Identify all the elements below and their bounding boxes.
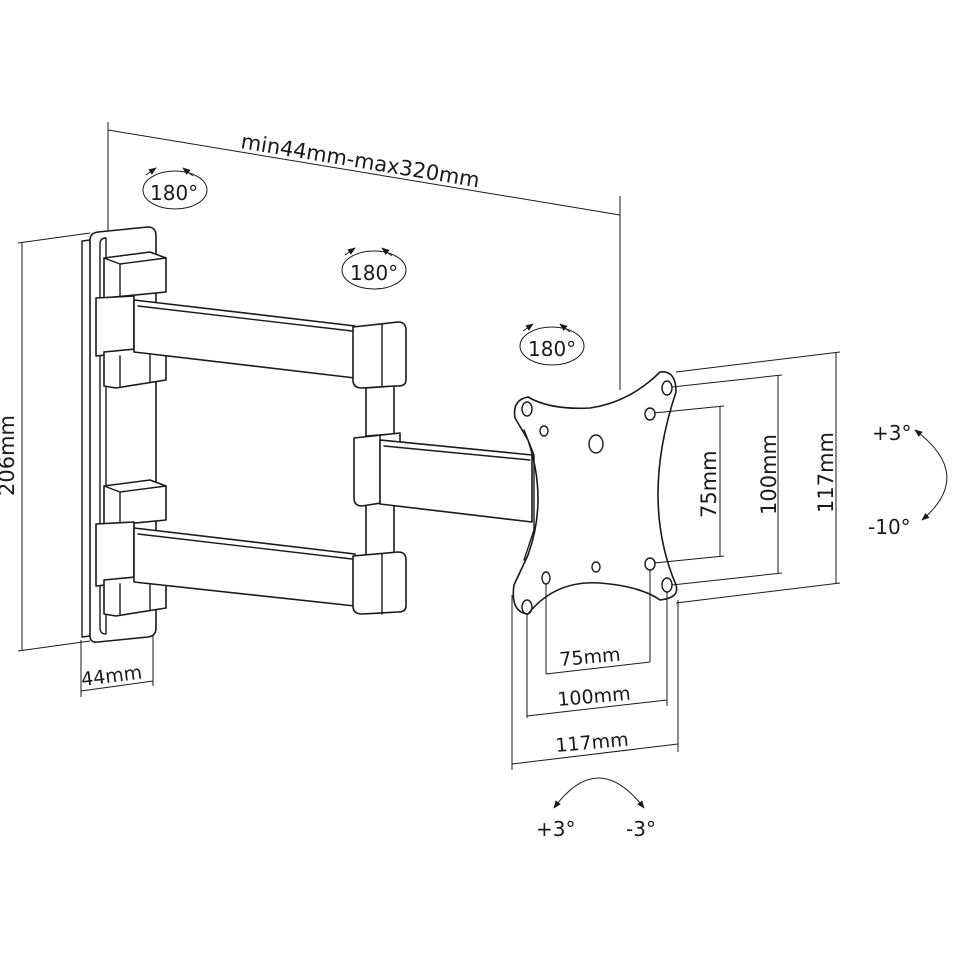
upper-hinge-top-edge [103, 257, 167, 297]
mount-hole [539, 425, 549, 437]
vesa-h117-dim-line [511, 743, 679, 765]
vesa-v75-label: 75mm [697, 450, 721, 518]
upper-hinge-collar [95, 295, 135, 357]
mount-hole [521, 401, 533, 417]
rotation-ellipse [142, 170, 208, 210]
lower-arm [95, 479, 407, 617]
wall-plate-edge [81, 239, 91, 638]
depth-label: 44mm [80, 662, 143, 691]
lower-hinge-collar [95, 521, 135, 587]
vesa-plate [512, 371, 678, 615]
upper-hinge-bottom-edge [119, 349, 151, 387]
swivel-right-label: -3° [626, 817, 656, 841]
vesa-v75-ext-top [653, 405, 725, 414]
swivel-arrow-icon [553, 777, 645, 809]
rotate-arrow-icon [344, 247, 356, 256]
tilt-arrow-icon [914, 429, 948, 521]
tilt-indicator: +3° -10° [868, 421, 948, 539]
vesa-vertical-dimensions: 75mm 100mm 117mm [653, 351, 841, 604]
vesa-h75-dim-line [545, 661, 651, 675]
vesa-plate-outline [512, 371, 678, 615]
lower-arm-beam [133, 527, 356, 607]
vesa-v100-label: 100mm [757, 434, 781, 515]
mount-hole [591, 561, 601, 573]
vesa-v117-ext-bottom [675, 582, 841, 604]
height-dimension: 206mm [0, 232, 91, 652]
wall-plate-inner-rail [99, 237, 107, 635]
pivot-post-upper [365, 385, 395, 437]
rotation-label: 180° [150, 181, 198, 205]
vesa-v75-ext-bottom [653, 555, 725, 564]
depth-dim-line [80, 680, 154, 692]
rotation-label: 180° [350, 261, 398, 285]
vesa-v100-ext-bottom [671, 572, 783, 586]
height-ext-line-bottom [17, 640, 91, 652]
mount-hole [661, 380, 673, 396]
upper-arm-end-cap [352, 321, 407, 389]
height-label: 206mm [0, 415, 19, 496]
mount-hole [644, 407, 656, 421]
lower-hinge-top-edge [103, 485, 167, 525]
upper-arm-beam-bevel [137, 305, 353, 332]
rotate-arrow-icon [145, 167, 157, 176]
swivel-indicator: +3° -3° [536, 777, 656, 841]
tilt-down-label: -10° [868, 515, 911, 539]
upper-arm [95, 251, 407, 389]
middle-arm [353, 432, 533, 523]
height-ext-line-top [17, 232, 91, 244]
vesa-h100-dim-line [526, 699, 668, 717]
vesa-v100-ext-top [671, 374, 783, 388]
lower-arm-beam-bevel [137, 533, 353, 560]
rotate-arrow-icon [381, 247, 393, 257]
pivot-post-lower [365, 499, 395, 558]
swivel-left-label: +3° [536, 817, 575, 841]
middle-arm-beam [379, 439, 533, 523]
rotation-label: 180° [528, 337, 576, 361]
vesa-h117-label: 117mm [555, 729, 630, 757]
tilt-up-label: +3° [872, 421, 911, 445]
vesa-v117-label: 117mm [814, 432, 838, 513]
upper-arm-beam [133, 299, 356, 379]
extension-label: min44mm-max320mm [239, 129, 481, 192]
vesa-h75-label: 75mm [559, 644, 622, 671]
pivot-post [365, 385, 395, 558]
rotate-arrow-icon [182, 167, 194, 177]
vesa-plate-bracket-lip [523, 429, 535, 561]
rotation-badge-wall: 180° [142, 167, 208, 210]
rotate-arrow-icon [522, 323, 534, 332]
rotation-ellipse [341, 250, 407, 290]
extension-dim-line [107, 129, 621, 216]
lower-arm-end-cap [352, 551, 407, 615]
rotate-arrow-icon [559, 323, 571, 333]
rotation-badge-middle: 180° [341, 247, 407, 290]
vesa-h100-label: 100mm [557, 683, 632, 711]
vesa-v117-ext-top [675, 351, 841, 373]
rotation-badge-head: 180° [519, 323, 585, 366]
center-hole [588, 434, 604, 454]
middle-arm-beam-bevel [383, 445, 531, 461]
rotation-ellipse [519, 326, 585, 366]
